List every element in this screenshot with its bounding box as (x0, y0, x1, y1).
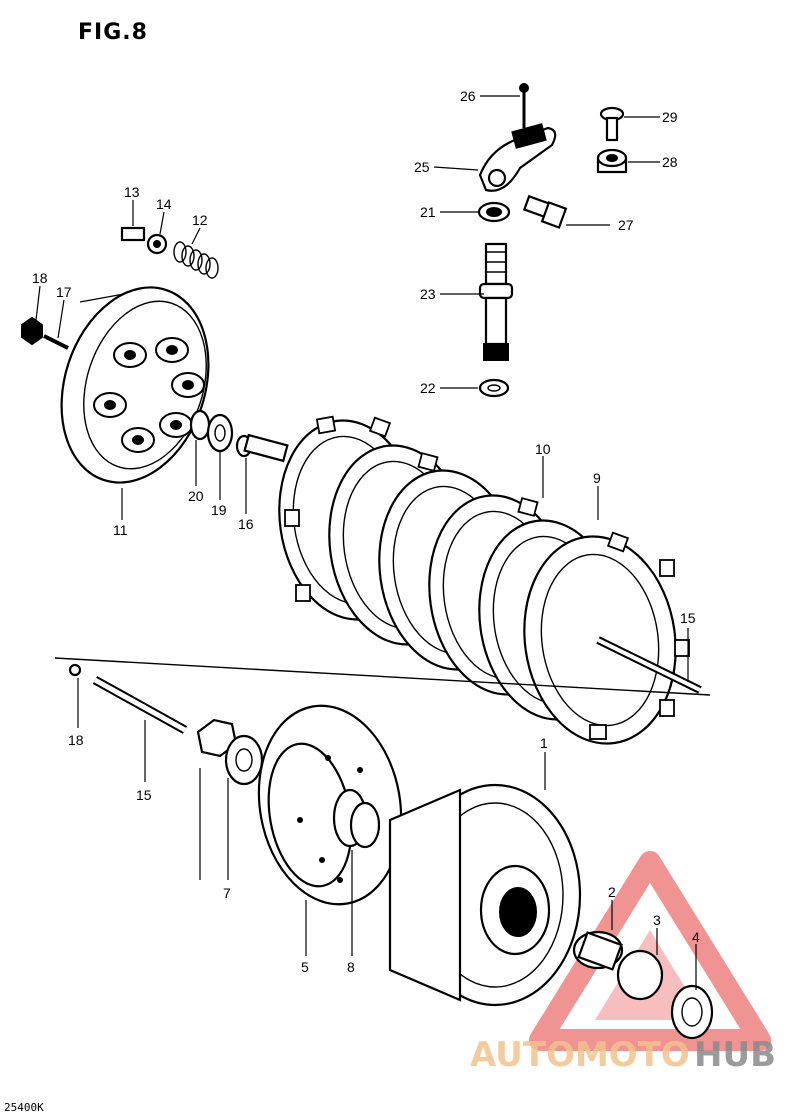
callout-16: 16 (238, 516, 254, 532)
callout-14: 14 (156, 196, 172, 212)
callout-17: 17 (56, 284, 72, 300)
clutch-housing-assembly (68, 663, 714, 1040)
callout-labels: 26 25 21 23 22 27 28 29 13 14 12 18 17 1… (32, 88, 700, 975)
callout-12: 12 (192, 212, 208, 228)
figure-title: FIG.8 (78, 20, 148, 45)
callout-3: 3 (653, 912, 661, 928)
callout-27: 27 (618, 217, 634, 233)
callout-23: 22 (420, 380, 436, 396)
callout-7: 7 (223, 885, 231, 901)
callout-25: 25 (414, 159, 430, 175)
callout-4: 4 (692, 929, 700, 945)
release-arm-assembly (477, 83, 628, 398)
callout-21: 20 (188, 488, 204, 504)
watermark-text-auto: AUTOMOTO (470, 1035, 690, 1075)
callout-26: 26 (460, 88, 476, 104)
callout-18: 18 (32, 270, 48, 286)
callout-5: 5 (301, 959, 309, 975)
callout-28: 28 (662, 154, 678, 170)
callout-10: 10 (535, 441, 551, 457)
callout-19: 18 (68, 732, 84, 748)
callout-24: 23 (420, 286, 436, 302)
callout-9: 9 (593, 470, 601, 486)
pressure-plate-assembly (21, 226, 289, 484)
leader-lines (35, 95, 697, 990)
automotohub-logo: AUTOMOTO HUB (470, 1035, 776, 1075)
clutch-plate-stack (54, 415, 711, 745)
callout-8: 8 (347, 959, 355, 975)
callout-1: 1 (540, 735, 548, 751)
callout-13: 13 (124, 184, 140, 200)
callout-22: 21 (420, 204, 436, 220)
callout-15-upper: 15 (680, 610, 696, 626)
callout-20: 19 (211, 502, 227, 518)
watermark-text-hub: HUB (694, 1035, 776, 1075)
callout-2: 2 (608, 884, 616, 900)
callout-11: 11 (113, 522, 128, 538)
figure-code: 25400K (4, 1101, 44, 1114)
callout-29: 29 (662, 109, 678, 125)
callout-15-lower: 15 (136, 787, 152, 803)
